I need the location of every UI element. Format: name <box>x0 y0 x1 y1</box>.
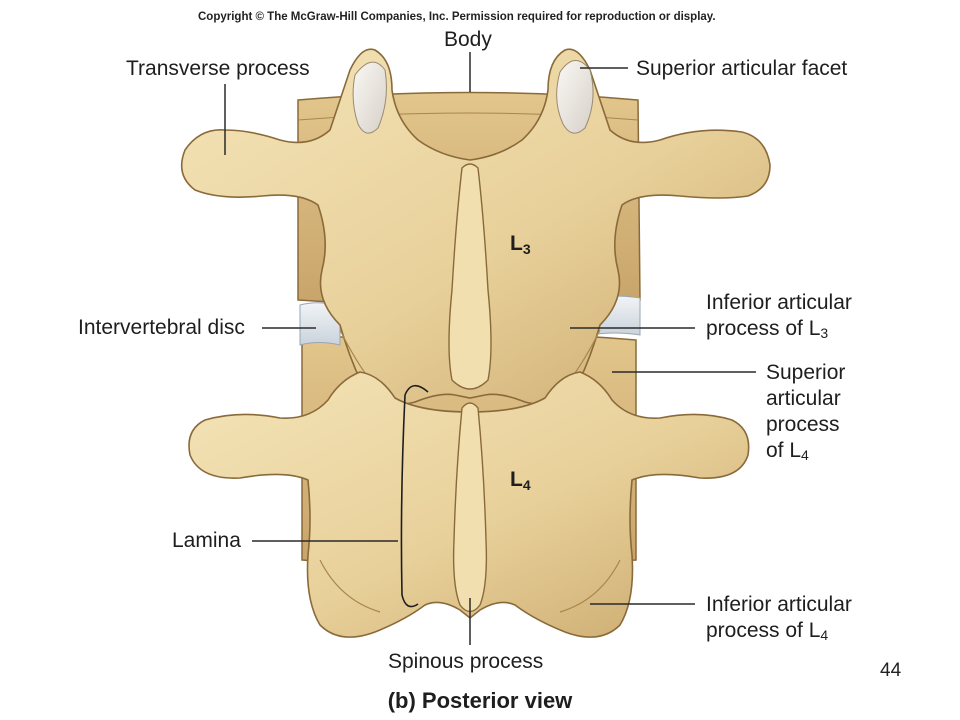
label-inferior-articular-l3: Inferior articular process of L3 <box>706 290 852 342</box>
label-inferior-articular-l4: Inferior articular process of L4 <box>706 592 852 644</box>
label-superior-articular-facet: Superior articular facet <box>636 57 848 80</box>
level-l3-letter: L <box>510 232 523 255</box>
label-superior-articular-l4-line1: Superior <box>766 361 846 384</box>
figure-caption: (b) Posterior view <box>387 688 573 713</box>
label-inferior-articular-l4-line2: process of L <box>706 619 821 642</box>
label-superior-articular-l4-subscript: 4 <box>801 447 809 463</box>
label-superior-articular-l4-line4: of L <box>766 439 802 462</box>
label-lamina: Lamina <box>172 529 241 552</box>
label-body: Body <box>444 28 492 51</box>
lamina-bracket <box>400 384 429 608</box>
spinous-process-l3-shape <box>448 163 492 390</box>
level-marker-l3: L3 <box>510 232 531 256</box>
label-inferior-articular-l3-line2: process of L <box>706 317 821 340</box>
label-inferior-articular-l3-line1: Inferior articular <box>706 291 852 314</box>
page-number: 44 <box>880 660 902 681</box>
label-spinous-process: Spinous process <box>388 650 544 673</box>
label-superior-articular-l4-line3: process <box>766 413 840 436</box>
label-inferior-articular-l4-line1: Inferior articular <box>706 593 852 616</box>
label-intervertebral-disc: Intervertebral disc <box>78 316 245 339</box>
label-inferior-articular-l4-subscript: 4 <box>820 627 829 643</box>
label-inferior-articular-l3-subscript: 3 <box>820 325 829 341</box>
level-l4-subscript: 4 <box>522 477 531 493</box>
copyright-notice: Copyright © The McGraw-Hill Companies, I… <box>198 11 716 23</box>
label-superior-articular-l4: Superior articular process of L4 <box>766 360 845 464</box>
spinous-process-l4-shape <box>452 402 488 613</box>
level-l4-letter: L <box>510 468 523 491</box>
label-superior-articular-l4-line2: articular <box>766 387 841 410</box>
leader-lines <box>224 52 756 645</box>
label-transverse-process: Transverse process <box>126 57 310 80</box>
level-l3-subscript: 3 <box>522 241 531 257</box>
level-marker-l4: L4 <box>510 468 531 492</box>
